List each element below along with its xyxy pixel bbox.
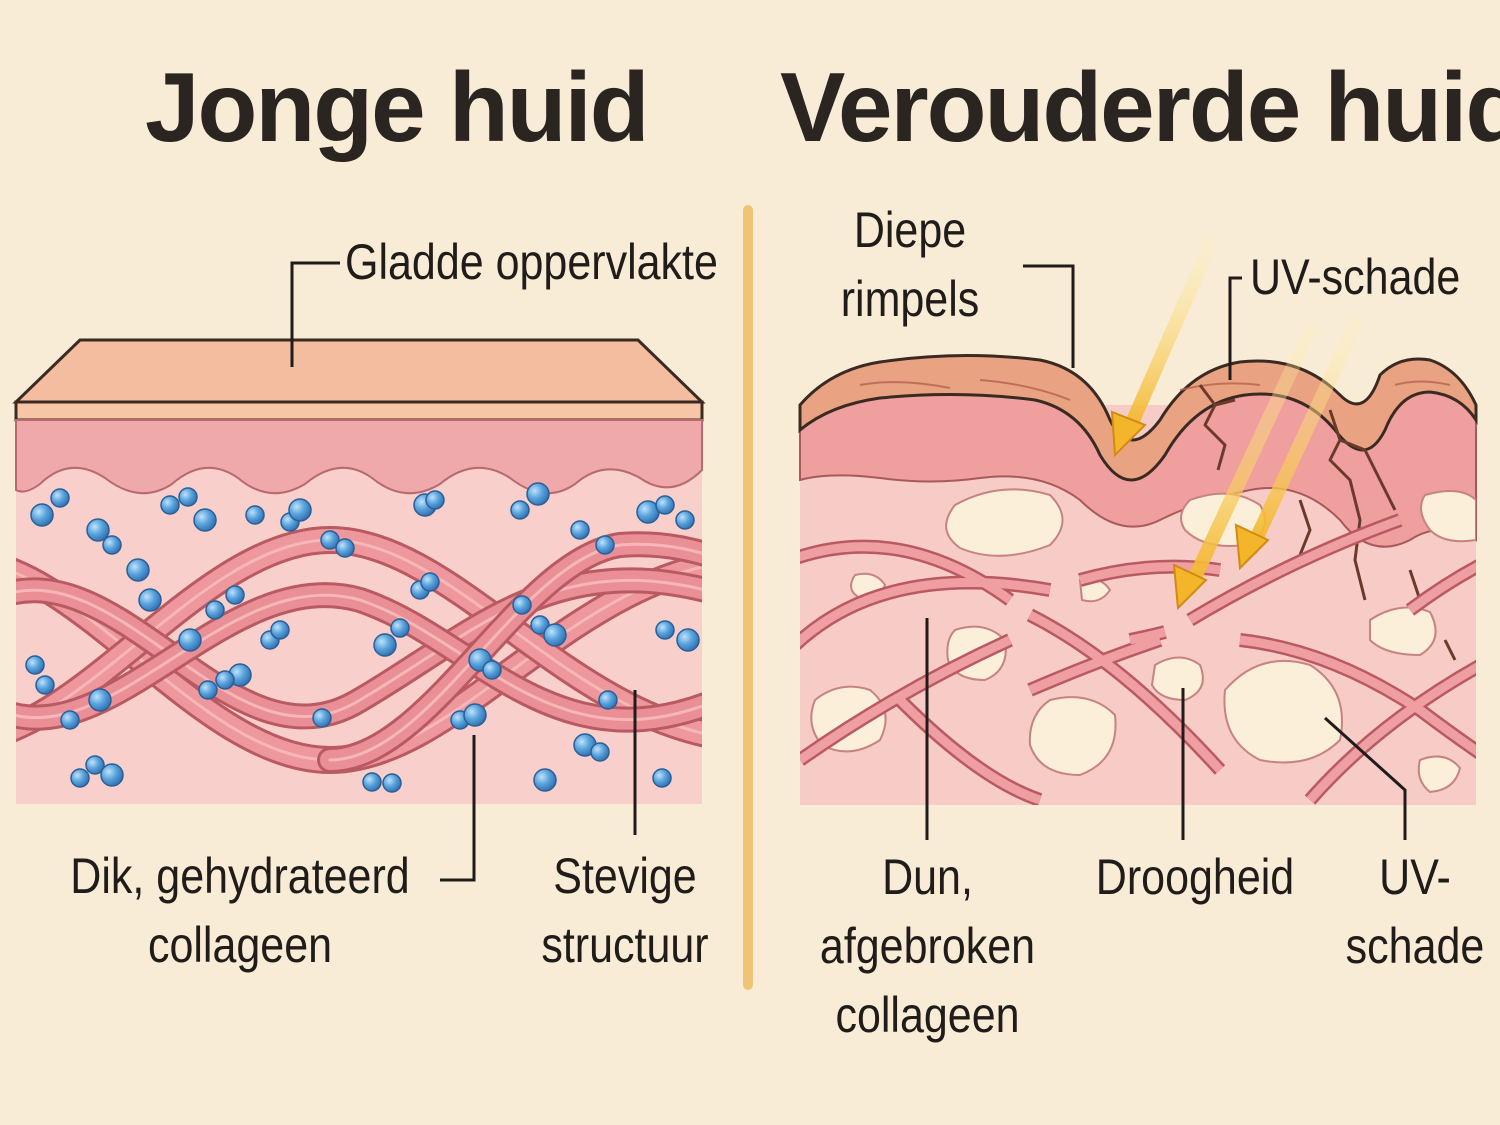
young-epidermis-top — [12, 338, 706, 404]
thin-collagen-label-line2: afgebroken — [819, 918, 1036, 974]
water-droplet — [102, 535, 122, 555]
aged-skin-illustration — [798, 238, 1478, 805]
water-droplet — [126, 558, 150, 582]
water-droplet — [655, 620, 675, 640]
young-skin-illustration — [12, 338, 706, 804]
water-droplet — [85, 755, 105, 775]
water-droplet — [198, 680, 218, 700]
smooth-surface-label: Gladde oppervlakte — [345, 234, 718, 290]
water-droplet — [160, 495, 180, 515]
water-droplet — [595, 535, 615, 555]
water-droplet — [88, 688, 112, 712]
water-droplet — [512, 595, 532, 615]
water-droplet — [526, 482, 550, 506]
water-droplet — [676, 628, 700, 652]
water-droplet — [25, 655, 45, 675]
water-droplet — [288, 498, 312, 522]
water-droplet — [215, 670, 235, 690]
firm-structure-label-line1: Stevige — [553, 848, 697, 904]
water-droplet — [70, 768, 90, 788]
young-epidermis-front — [14, 400, 704, 422]
water-droplet — [675, 510, 695, 530]
water-droplet — [482, 660, 502, 680]
deep-wrinkles-label-line1: Diepe — [853, 202, 967, 258]
water-droplet — [570, 520, 590, 540]
water-droplet — [390, 618, 410, 638]
water-droplet — [652, 768, 672, 788]
water-droplet — [178, 628, 202, 652]
water-droplet — [193, 508, 217, 532]
water-droplet — [598, 690, 618, 710]
wrinkle-lines — [859, 379, 1451, 401]
uv-rays — [1110, 238, 1362, 611]
thin-collagen-label: Dun, afgebroken collageen — [814, 843, 1042, 1050]
water-droplet — [425, 490, 445, 510]
water-droplet — [463, 703, 487, 727]
broken-collagen-fibers — [800, 513, 1476, 805]
water-droplet — [225, 585, 245, 605]
water-droplet — [373, 633, 397, 657]
water-droplet — [86, 518, 110, 542]
water-droplet — [205, 600, 225, 620]
uv-damage-bottom-label-line2: schade — [1345, 918, 1485, 974]
water-droplet — [35, 675, 55, 695]
water-droplet — [382, 773, 402, 793]
water-droplet — [362, 772, 382, 792]
dryness-label: Droogheid — [1095, 849, 1295, 905]
water-droplet — [60, 710, 80, 730]
thick-collagen-label: Dik, gehydrateerd collageen — [68, 842, 412, 980]
uv-damage-top-label: UV-schade — [1250, 249, 1461, 305]
young-water-droplets — [25, 482, 700, 793]
leader-lines — [290, 261, 1407, 882]
deep-wrinkles-label: Diepe rimpels — [828, 196, 991, 334]
water-droplet — [533, 768, 557, 792]
center-divider — [743, 205, 753, 990]
aged-skin-title: Verouderde huid — [780, 52, 1500, 162]
aged-epidermis-top — [798, 353, 1478, 482]
water-droplet — [30, 503, 54, 527]
water-droplet — [590, 742, 610, 762]
water-droplet — [178, 487, 198, 507]
water-droplet — [510, 500, 530, 520]
firm-structure-label: Stevige structuur — [535, 842, 716, 980]
water-droplet — [420, 572, 440, 592]
water-droplet — [100, 763, 124, 787]
uv-damage-bottom-label: UV- schade — [1342, 843, 1488, 981]
thick-collagen-label-line1: Dik, gehydrateerd — [70, 848, 410, 904]
water-droplet — [270, 620, 290, 640]
water-droplet — [320, 530, 340, 550]
young-skin-title: Jonge huid — [145, 52, 650, 162]
young-epidermis-band — [15, 419, 703, 495]
water-droplet — [543, 623, 567, 647]
water-droplet — [655, 495, 675, 515]
water-droplet — [312, 708, 332, 728]
thin-collagen-label-line1: Dun, — [882, 849, 973, 905]
water-droplet — [335, 538, 355, 558]
water-droplet — [245, 505, 265, 525]
deep-wrinkles-label-line2: rimpels — [840, 271, 980, 327]
water-droplet — [50, 488, 70, 508]
thin-collagen-label-line3: collageen — [835, 987, 1020, 1043]
water-droplet — [138, 588, 162, 612]
firm-structure-label-line2: structuur — [541, 917, 709, 973]
thick-collagen-label-line2: collageen — [147, 917, 333, 973]
uv-damage-bottom-label-line1: UV- — [1379, 849, 1451, 905]
